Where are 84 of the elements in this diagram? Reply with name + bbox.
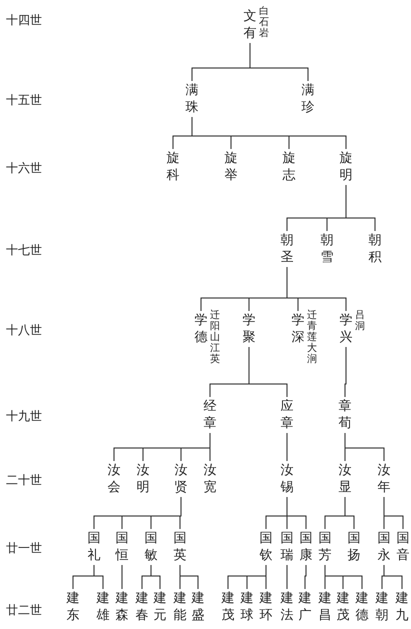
person-name: 建元 <box>154 590 166 624</box>
person-name: 建法 <box>280 590 294 624</box>
note-text: 白石岩 <box>259 6 269 39</box>
person-name: 建球 <box>240 590 254 624</box>
person-name: 汝年 <box>378 462 390 496</box>
person-name: 旋科 <box>166 150 180 184</box>
person-name: 国英 <box>174 530 186 564</box>
tree-line <box>180 496 182 530</box>
note-text: 迁青莲大涧 <box>307 310 317 365</box>
tree-line <box>180 564 198 590</box>
person-name: 建九 <box>396 590 408 624</box>
tree-line <box>346 184 376 232</box>
person-name: 满珠 <box>186 82 198 116</box>
person-name: 建森 <box>116 590 128 624</box>
tree-line <box>150 564 160 590</box>
person-name: 学兴 <box>340 312 352 346</box>
person-name: 国音 <box>396 530 410 564</box>
person-name: 汝贤 <box>174 462 188 496</box>
generation-label: 二十世 <box>6 472 42 489</box>
person-name: 章荀 <box>338 398 352 432</box>
person-name: 汝会 <box>108 462 120 496</box>
generation-label: 十八世 <box>6 322 42 339</box>
person-name: 学德 <box>194 312 208 346</box>
tree-line <box>286 564 288 590</box>
person-name: 国瑞 <box>280 530 294 564</box>
person-name: 建雄 <box>96 590 110 624</box>
person-name: 建广 <box>298 590 312 624</box>
person-name: 建能 <box>174 590 186 624</box>
person-name: 旋举 <box>224 150 238 184</box>
generation-label: 十九世 <box>6 408 42 425</box>
generation-label: 廿一世 <box>6 540 42 557</box>
generation-label: 十五世 <box>6 92 42 109</box>
person-name: 建朝 <box>376 590 388 624</box>
person-name: 建茂 <box>222 590 234 624</box>
person-name: 建德 <box>356 590 368 624</box>
generation-label: 十六世 <box>6 160 42 177</box>
person-name: 旋明 <box>340 150 352 184</box>
person-name: 国礼 <box>88 530 100 564</box>
person-name: 国扬 <box>348 530 360 564</box>
person-name: 应章 <box>280 398 294 432</box>
person-name: 朝积 <box>368 232 382 266</box>
note-text: 迁阳山江英 <box>210 310 220 365</box>
tree-line <box>286 432 288 462</box>
tree-line <box>384 564 402 590</box>
person-name: 学聚 <box>242 312 256 346</box>
generation-label: 十四世 <box>6 12 42 29</box>
person-name: 旋志 <box>282 150 296 184</box>
tree-line <box>344 432 384 462</box>
tree-line <box>192 116 346 150</box>
tree-line <box>286 266 346 312</box>
tree-line <box>344 346 346 398</box>
person-name: 经章 <box>204 398 216 432</box>
person-name: 建盛 <box>192 590 204 624</box>
generation-label: 廿二世 <box>6 602 42 619</box>
person-name: 国敏 <box>144 530 158 564</box>
person-name: 国芳 <box>318 530 332 564</box>
person-name: 学深 <box>292 312 304 346</box>
tree-line <box>324 564 362 590</box>
person-name: 建春 <box>136 590 148 624</box>
person-name: 朝雪 <box>320 232 334 266</box>
person-name: 满珍 <box>302 82 314 116</box>
person-name: 汝锡 <box>280 462 294 496</box>
tree-line <box>286 496 306 530</box>
person-name: 建东 <box>66 590 80 624</box>
person-name: 朝圣 <box>280 232 294 266</box>
person-name: 国永 <box>378 530 390 564</box>
person-name: 建昌 <box>318 590 332 624</box>
note-text: 吕洞 <box>355 310 365 332</box>
person-name: 文有 <box>244 8 256 42</box>
tree-line <box>94 564 104 590</box>
person-name: 国恒 <box>116 530 128 564</box>
person-name: 汝显 <box>338 462 352 496</box>
tree-line <box>384 496 404 530</box>
person-name: 国钦 <box>260 530 272 564</box>
generation-label: 十七世 <box>6 242 42 259</box>
person-name: 汝明 <box>136 462 150 496</box>
person-name: 建茂 <box>336 590 350 624</box>
tree-line <box>248 346 288 398</box>
person-name: 国康 <box>300 530 312 564</box>
tree-line <box>250 42 308 82</box>
tree-line <box>304 564 306 590</box>
person-name: 建环 <box>260 590 272 624</box>
tree-line <box>344 496 354 530</box>
person-name: 汝宽 <box>204 462 216 496</box>
